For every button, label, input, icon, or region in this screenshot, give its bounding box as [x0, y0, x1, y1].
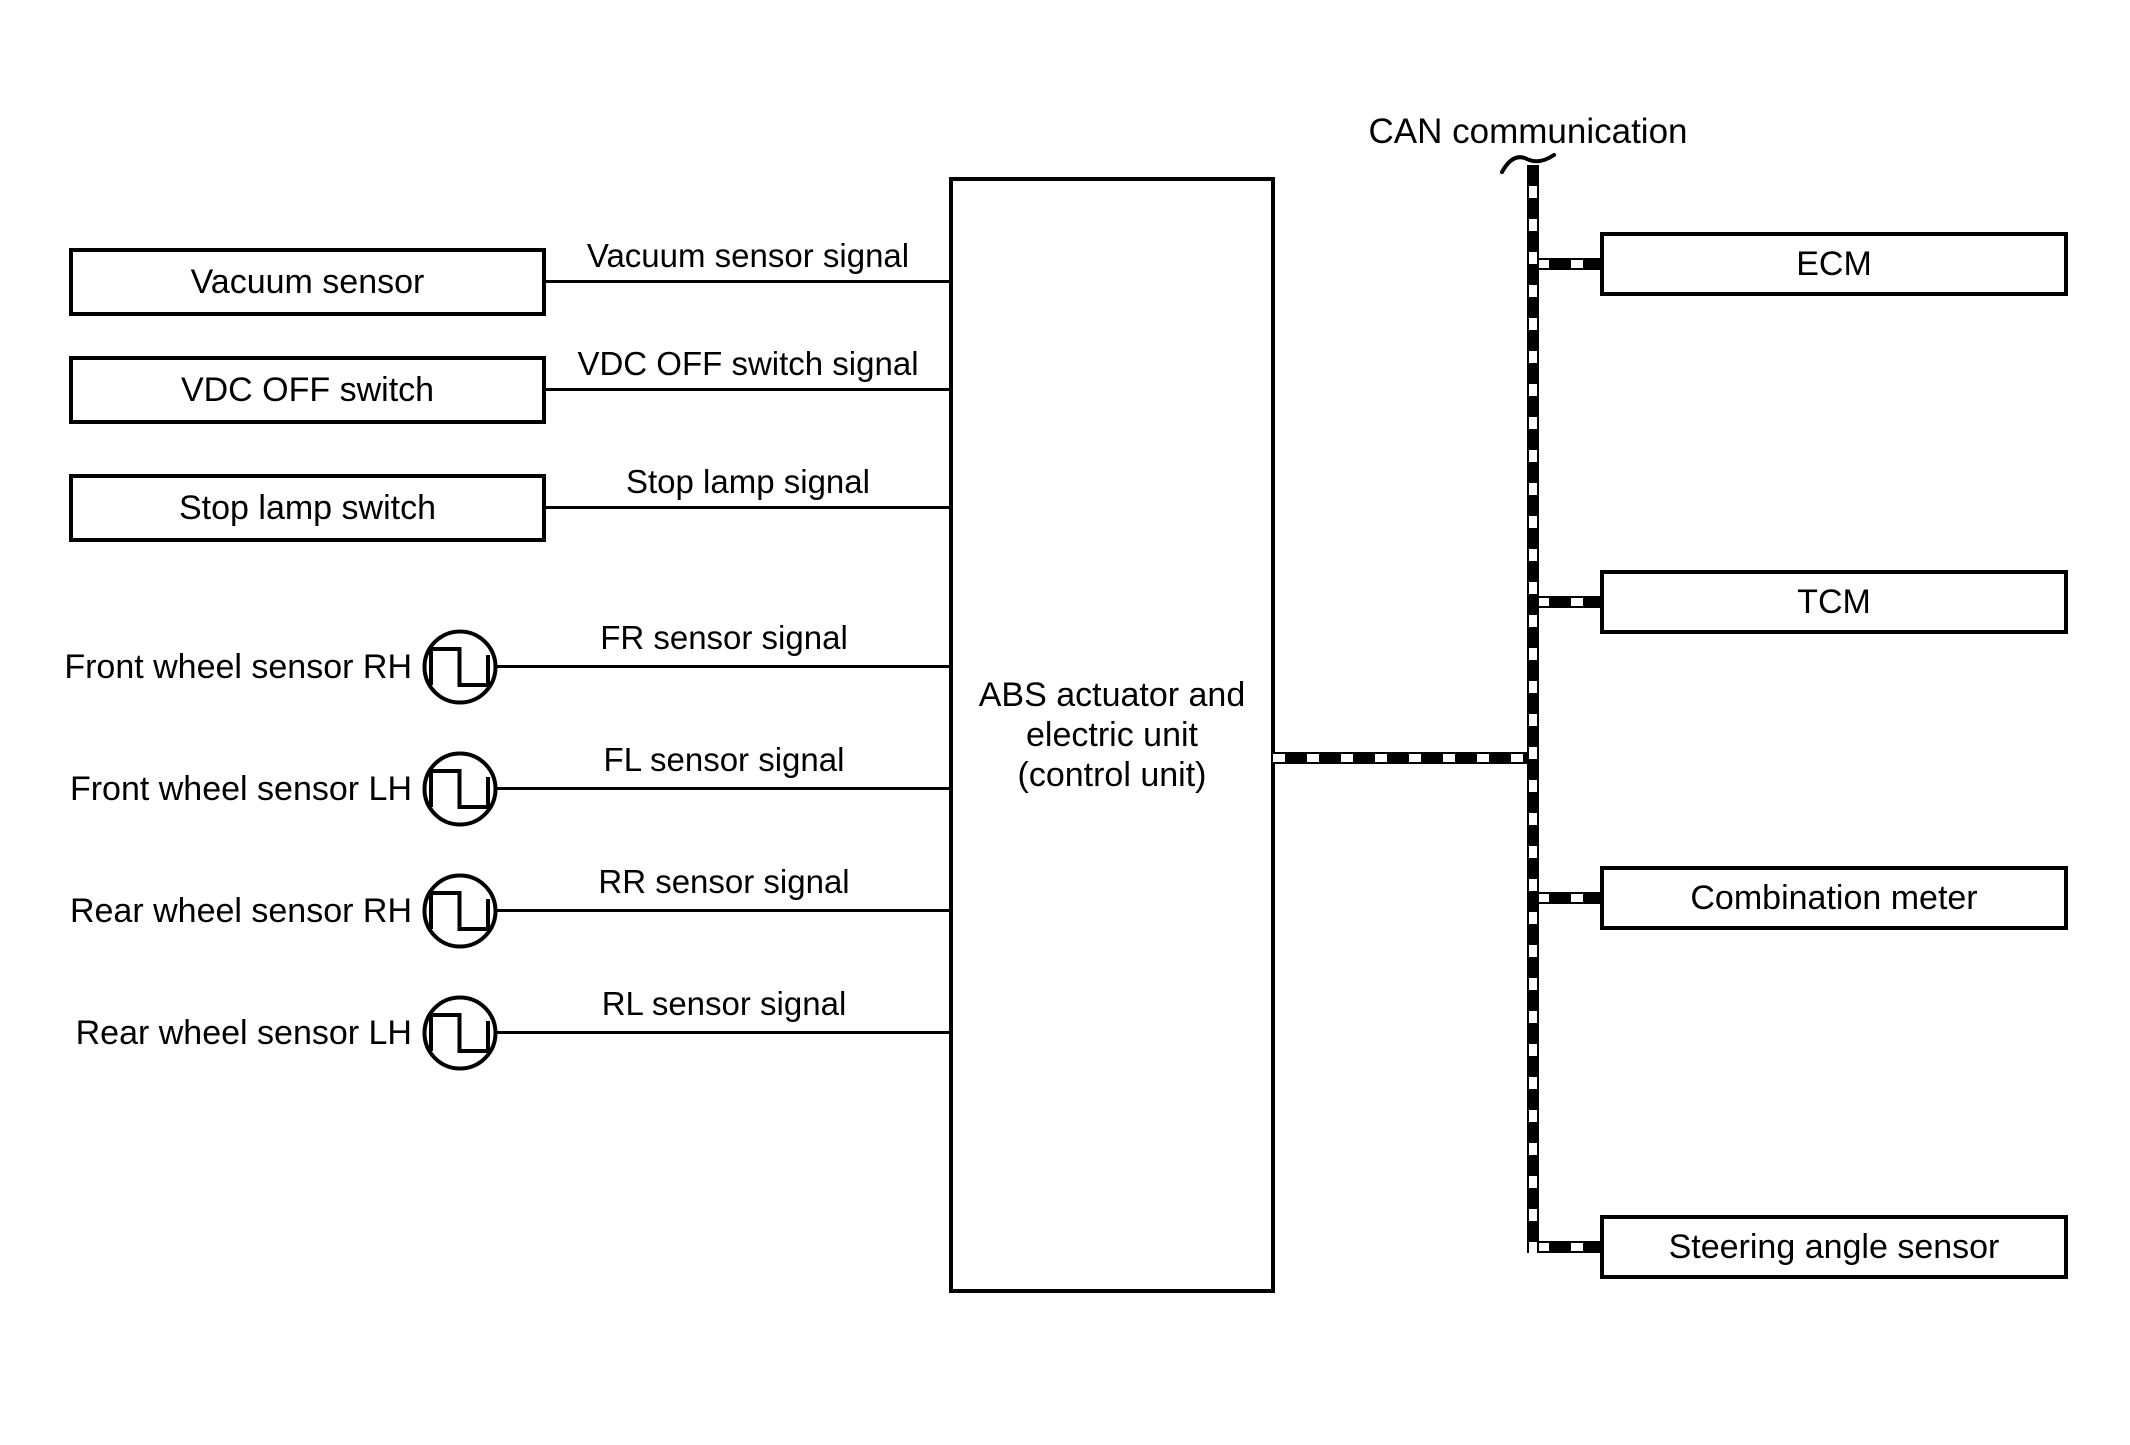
- can-stub-ecm: [1537, 258, 1600, 270]
- rl-sensor-signal-label: RL sensor signal: [601, 985, 847, 1022]
- rr-sensor-signal-label: RR sensor signal: [598, 863, 850, 900]
- front-wheel-sensor-rh-label: Front wheel sensor RH: [64, 648, 412, 686]
- rl-sensor-wire: [497, 1031, 950, 1034]
- can-communication-label: CAN communication: [1368, 112, 1688, 151]
- rear-wheel-sensor-lh-label: Rear wheel sensor LH: [75, 1014, 412, 1052]
- stop-lamp-signal-label: Stop lamp signal: [626, 463, 870, 500]
- fr-sensor-wire: [497, 665, 950, 668]
- vdc-off-switch-label: VDC OFF switch: [180, 370, 435, 409]
- fl-sensor-signal-label: FL sensor signal: [603, 741, 845, 778]
- combination-meter-box: Combination meter: [1600, 866, 2068, 930]
- pulse-wave-icon: [422, 873, 498, 949]
- stop-lamp-switch-label: Stop lamp switch: [179, 488, 436, 527]
- vacuum-signal-label: Vacuum sensor signal: [586, 237, 910, 274]
- can-abs-connector-line: [1273, 752, 1531, 764]
- pulse-wave-icon: [422, 995, 498, 1071]
- vdc-signal-wire: [546, 388, 950, 391]
- pulse-wave-icon: [422, 629, 498, 705]
- combination-meter-label: Combination meter: [1690, 878, 1978, 917]
- pulse-wave-icon: [422, 751, 498, 827]
- curl-icon: [1500, 153, 1556, 174]
- can-stub-combination-meter: [1537, 892, 1600, 904]
- vacuum-sensor-label: Vacuum sensor: [190, 262, 425, 301]
- stop-lamp-signal-wire: [546, 506, 950, 509]
- tcm-label: TCM: [1797, 582, 1871, 621]
- abs-actuator-label-line2: electric unit: [1026, 716, 1198, 754]
- tcm-box: TCM: [1600, 570, 2068, 634]
- vacuum-sensor-box: Vacuum sensor: [69, 248, 546, 316]
- steering-angle-sensor-box: Steering angle sensor: [1600, 1215, 2068, 1279]
- steering-angle-sensor-label: Steering angle sensor: [1668, 1227, 2000, 1266]
- front-wheel-sensor-lh-label: Front wheel sensor LH: [69, 770, 412, 808]
- ecm-box: ECM: [1600, 232, 2068, 296]
- can-stub-tcm: [1537, 596, 1600, 608]
- abs-actuator-label-line3: (control unit): [1017, 756, 1207, 794]
- abs-actuator-box: ABS actuator and electric unit (control …: [949, 177, 1275, 1293]
- abs-actuator-label-line1: ABS actuator and: [978, 676, 1246, 714]
- fl-sensor-wire: [497, 787, 950, 790]
- vdc-off-switch-box: VDC OFF switch: [69, 356, 546, 424]
- rr-sensor-wire: [497, 909, 950, 912]
- rear-wheel-sensor-rh-label: Rear wheel sensor RH: [69, 892, 412, 930]
- ecm-label: ECM: [1796, 244, 1872, 283]
- vacuum-signal-wire: [546, 280, 950, 283]
- fr-sensor-signal-label: FR sensor signal: [600, 619, 848, 656]
- stop-lamp-switch-box: Stop lamp switch: [69, 474, 546, 542]
- can-stub-steering-angle-sensor: [1537, 1241, 1600, 1253]
- vdc-signal-label: VDC OFF switch signal: [577, 345, 919, 382]
- can-bus-trunk-line: [1527, 165, 1539, 1253]
